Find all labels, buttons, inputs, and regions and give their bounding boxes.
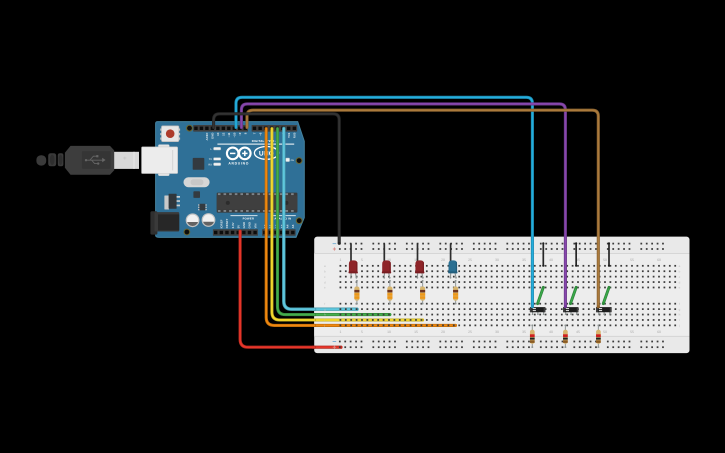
svg-text:25: 25 (468, 258, 472, 262)
svg-text:45: 45 (576, 330, 580, 334)
svg-text:~10: ~10 (233, 132, 237, 137)
svg-text:f: f (679, 302, 680, 306)
svg-text:20: 20 (441, 258, 445, 262)
svg-text:50: 50 (603, 330, 607, 334)
svg-text:GND: GND (242, 222, 246, 228)
svg-text:~6: ~6 (258, 132, 262, 136)
svg-text:h: h (679, 313, 681, 317)
svg-text:TX1: TX1 (287, 132, 291, 138)
svg-text:d: d (679, 280, 681, 284)
svg-text:c: c (679, 275, 681, 279)
svg-text:5V: 5V (236, 225, 240, 229)
svg-text:RX0: RX0 (293, 132, 297, 138)
svg-text:GND: GND (211, 133, 215, 139)
svg-text:13: 13 (216, 132, 220, 136)
svg-text:40: 40 (549, 258, 553, 262)
svg-text:~9: ~9 (238, 132, 242, 136)
svg-text:b: b (324, 269, 326, 273)
svg-text:45: 45 (576, 258, 580, 262)
svg-text:10: 10 (387, 258, 391, 262)
svg-text:ARDUINO: ARDUINO (228, 161, 249, 165)
svg-text:40: 40 (549, 330, 553, 334)
svg-text:8: 8 (243, 132, 247, 134)
svg-text:35: 35 (522, 330, 526, 334)
svg-text:20: 20 (441, 330, 445, 334)
svg-text:55: 55 (630, 330, 634, 334)
svg-text:i: i (679, 318, 680, 322)
svg-text:60: 60 (657, 330, 661, 334)
svg-text:35: 35 (522, 258, 526, 262)
svg-text:1: 1 (339, 330, 341, 334)
svg-text:~11: ~11 (227, 132, 231, 137)
svg-text:i: i (324, 318, 325, 322)
svg-text:5: 5 (361, 258, 363, 262)
svg-text:12: 12 (222, 132, 226, 136)
svg-text:50: 50 (603, 258, 607, 262)
svg-text:c: c (324, 275, 326, 279)
svg-text:A5: A5 (291, 224, 295, 228)
svg-text:d: d (324, 280, 326, 284)
svg-text:10: 10 (387, 330, 391, 334)
svg-text:3.3V: 3.3V (231, 222, 235, 228)
svg-text:15: 15 (414, 258, 418, 262)
svg-text:RESET: RESET (225, 219, 229, 229)
svg-text:TX: TX (209, 158, 213, 161)
svg-text:5: 5 (361, 330, 363, 334)
svg-text:1: 1 (339, 258, 341, 262)
svg-text:DIGITAL (PWM~): DIGITAL (PWM~) (252, 139, 278, 143)
svg-text:AREF: AREF (205, 132, 209, 140)
svg-text:e: e (679, 286, 681, 290)
svg-text:ON: ON (291, 159, 295, 162)
svg-text:a: a (324, 264, 326, 268)
svg-text:b: b (679, 269, 681, 273)
svg-text:A4: A4 (285, 224, 289, 228)
svg-text:GND: GND (248, 222, 252, 228)
svg-text:h: h (324, 313, 326, 317)
svg-text:7: 7 (253, 132, 257, 134)
svg-text:IOREF: IOREF (220, 219, 224, 228)
svg-text:RX: RX (208, 163, 212, 166)
svg-text:30: 30 (495, 330, 499, 334)
svg-text:VIN: VIN (253, 224, 257, 229)
svg-text:30: 30 (495, 258, 499, 262)
svg-text:j: j (323, 324, 325, 328)
svg-text:25: 25 (468, 330, 472, 334)
svg-text:g: g (679, 307, 681, 311)
svg-text:g: g (324, 307, 326, 311)
svg-text:60: 60 (657, 258, 661, 262)
svg-text:L: L (210, 148, 212, 151)
svg-text:j: j (678, 324, 680, 328)
svg-text:55: 55 (630, 258, 634, 262)
svg-text:e: e (324, 286, 326, 290)
svg-text:POWER: POWER (243, 218, 255, 221)
svg-text:a: a (679, 264, 681, 268)
svg-text:15: 15 (414, 330, 418, 334)
svg-text:f: f (324, 302, 325, 306)
svg-text:A3: A3 (280, 224, 284, 228)
